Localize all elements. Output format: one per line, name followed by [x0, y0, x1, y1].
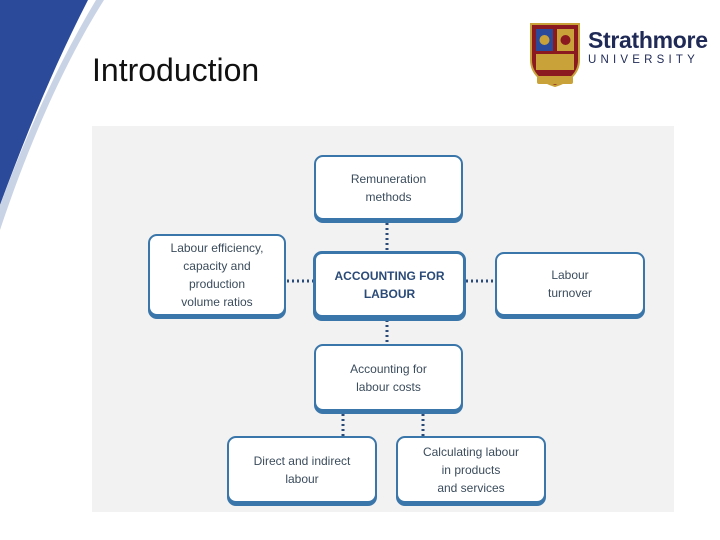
- slide-title: Introduction: [92, 52, 260, 88]
- node-labour-efficiency: Labour efficiency, capacity and producti…: [148, 234, 286, 316]
- node-calculating-labour: Calculating labour in products and servi…: [396, 436, 546, 503]
- logo-wordmark: Strathmore: [588, 27, 708, 53]
- node-direct-indirect-labour: Direct and indirect labour: [227, 436, 377, 503]
- node-labour-turnover: Labour turnover: [495, 252, 645, 316]
- logo-subtitle: UNIVERSITY: [588, 54, 700, 66]
- node-accounting-for-labour-costs: Accounting for labour costs: [314, 344, 463, 411]
- node-remuneration-methods: Remuneration methods: [314, 155, 463, 220]
- university-logo: Strathmore UNIVERSITY: [528, 22, 708, 90]
- crest-icon: [530, 23, 580, 88]
- decorative-swoosh: [0, 0, 104, 230]
- node-accounting-for-labour: ACCOUNTING FOR LABOUR: [313, 251, 466, 318]
